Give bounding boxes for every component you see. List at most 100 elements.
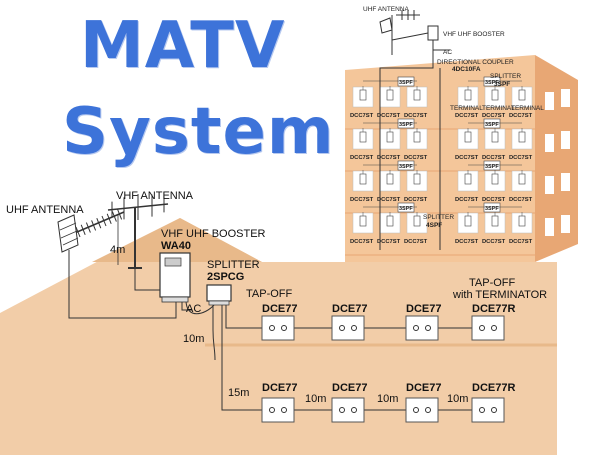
- splitter-label: SPLITTER: [207, 259, 260, 271]
- inset-splitter-model-label: 3SPF: [399, 164, 413, 170]
- inset-coupler-label: DIRECTIONAL COUPLER: [437, 59, 514, 66]
- uhf-reflector-grid: [59, 222, 79, 246]
- inset-outlet-label: DCC7ST: [455, 113, 479, 119]
- inset-outlet-icon: [359, 89, 367, 101]
- outlet-plate-icon: [331, 397, 365, 423]
- outlet-plate-icon: [471, 315, 505, 341]
- inset-outlet-label: DCC7ST: [404, 113, 428, 119]
- outlet-socket-icon: [491, 407, 497, 413]
- side-window: [561, 131, 570, 149]
- outlet-model-label: DCE77: [262, 303, 297, 315]
- outlet-socket-icon: [351, 407, 357, 413]
- inset-outlet-icon: [359, 131, 367, 143]
- inset-outlet-label: DCC7ST: [350, 113, 374, 119]
- outlet-socket-icon: [425, 407, 431, 413]
- outlet-model-label: DCE77: [332, 382, 367, 394]
- outlet-model-label: DCE77: [332, 303, 367, 315]
- inset-splitter-bottom-label: SPLITTER: [423, 214, 454, 221]
- outlet-socket-icon: [269, 325, 275, 331]
- inset-terminal-label: TERMINAL: [450, 105, 483, 112]
- tapoff-terminator-label-2: with TERMINATOR: [452, 289, 547, 301]
- uhf-director: [80, 224, 86, 235]
- inset-outlet-icon: [359, 173, 367, 185]
- inset-outlet-icon: [413, 173, 421, 185]
- mast-height-label: 4m: [110, 244, 125, 256]
- inset-splitter-icon: [397, 160, 415, 171]
- outlet-plate-icon: [405, 315, 439, 341]
- inset-outlet-icon: [518, 89, 526, 101]
- inset-outlet-label: DCC7ST: [350, 239, 374, 245]
- side-window: [561, 215, 570, 233]
- uhf-director: [75, 226, 81, 238]
- inset-outlet-label: DCC7ST: [482, 197, 506, 203]
- cable-length-15m: 15m: [228, 387, 249, 399]
- inset-splitter-model-label: 3SPF: [399, 206, 413, 212]
- outlet-model-label: DCE77: [262, 382, 297, 394]
- inset-outlet-icon: [464, 215, 472, 227]
- outlet-plate-icon: [405, 397, 439, 423]
- inset-outlet-label: DCC7ST: [377, 113, 401, 119]
- inset-outlet-label: DCC7ST: [482, 113, 506, 119]
- outlet-spacing-label: 10m: [305, 393, 326, 405]
- inset-splitter-top-model: 3SPF: [494, 81, 510, 88]
- vhf-antenna-label: VHF ANTENNA: [116, 190, 194, 202]
- inset-outlet-label: DCC7ST: [404, 239, 428, 245]
- inset-splitter-icon: [397, 202, 415, 213]
- inset-outlet-icon: [464, 173, 472, 185]
- inset-outlet-label: DCC7ST: [404, 155, 428, 161]
- outlet-spacing-label: 10m: [377, 393, 398, 405]
- side-window: [545, 92, 554, 110]
- inset-outlet-label: DCC7ST: [482, 155, 506, 161]
- outlet-plate-icon: [331, 315, 365, 341]
- inset-outlet-icon: [491, 173, 499, 185]
- inset-splitter-top-label: SPLITTER: [490, 73, 521, 80]
- wall-outlet: DCE77: [261, 382, 297, 423]
- cable-runs: [212, 305, 472, 411]
- outlet-socket-icon: [425, 325, 431, 331]
- wall-outlet: DCE77R: [471, 303, 515, 341]
- uhf-director: [106, 213, 112, 224]
- side-window: [561, 89, 570, 107]
- outlet-spacing-label: 10m: [447, 393, 468, 405]
- outlet-socket-icon: [339, 325, 345, 331]
- inset-splitter-model-label: 3SPF: [485, 80, 499, 86]
- wall-outlet: DCE77: [405, 382, 441, 423]
- cable-lower-feed: [221, 305, 262, 411]
- booster-wa40: [159, 252, 191, 303]
- booster-model: WA40: [161, 240, 191, 252]
- outlet-socket-icon: [491, 325, 497, 331]
- inset-coupler-model: 4DC10FA: [452, 66, 481, 73]
- inset-outlet-icon: [491, 89, 499, 101]
- vhf-cable: [134, 268, 168, 291]
- inset-labels: UHF ANTENNA VHF UHF BOOSTER AC DIRECTION…: [363, 6, 544, 229]
- outlet-socket-icon: [339, 407, 345, 413]
- inset-riser-cable: [379, 40, 434, 250]
- inset-outlet-icon: [413, 215, 421, 227]
- wall-outlet: DCE77: [331, 382, 367, 423]
- wall-outlet: DCE77R: [471, 382, 515, 423]
- wall-outlet: DCE77: [331, 303, 367, 341]
- inset-splitter-model-label: 3SPF: [485, 164, 499, 170]
- splitter-icon: [206, 284, 232, 302]
- outlet-socket-icon: [269, 407, 275, 413]
- inset-outlet-label: DCC7ST: [509, 113, 533, 119]
- inset-outlet-icon: [413, 131, 421, 143]
- vhf-antenna-elements: [111, 194, 165, 220]
- side-window: [545, 134, 554, 152]
- inset-outlet-label: DCC7ST: [509, 197, 533, 203]
- inset-terminal-label: TERMINAL: [482, 105, 515, 112]
- building-side-windows: [545, 89, 570, 236]
- outlet-model-label: DCE77R: [472, 382, 515, 394]
- inset-outlet-label: DCC7ST: [377, 239, 401, 245]
- inset-outlet-label: DCC7ST: [350, 155, 374, 161]
- outlet-plate-icon: [261, 315, 295, 341]
- tapoff-terminator-label: TAP-OFF: [469, 277, 516, 289]
- inset-outlet-label: DCC7ST: [455, 197, 479, 203]
- booster-connectors: [161, 296, 189, 303]
- main-labels: UHF ANTENNA VHF ANTENNA 4m VHF UHF BOOST…: [6, 190, 547, 399]
- uhf-antenna-reflector-icon: [57, 214, 79, 253]
- uhf-antenna-elements: [75, 209, 123, 238]
- uhf-director: [96, 218, 102, 229]
